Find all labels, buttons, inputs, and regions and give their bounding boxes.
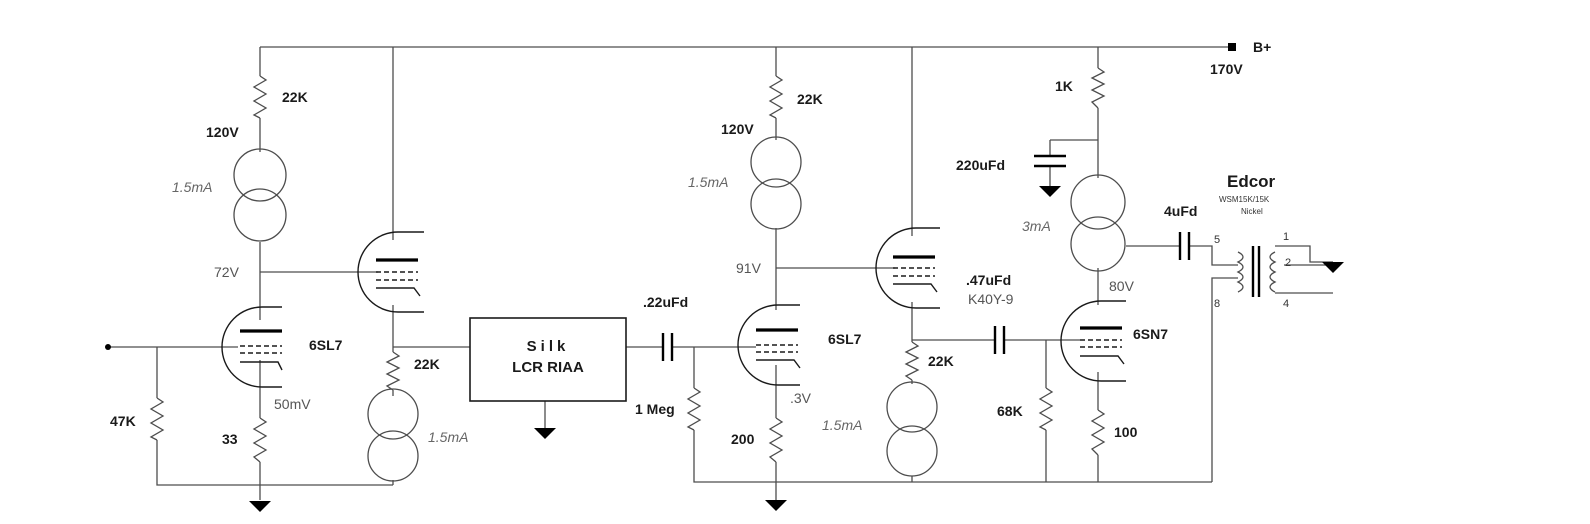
transformer-pin-5: 5: [1214, 234, 1220, 246]
ccs-stage1-plate: [233, 148, 287, 242]
stage3-plate-node-voltage: 80V: [1109, 278, 1135, 294]
ccs-follower2: [886, 381, 938, 477]
capacitor-022uf: [661, 333, 674, 361]
bplus-voltage: 170V: [1210, 61, 1243, 77]
ccs-follower1: [367, 388, 419, 482]
ground-icon: [1039, 186, 1061, 197]
stage1-plate-voltage-label: 120V: [206, 124, 239, 140]
transformer-pin-8: 8: [1214, 298, 1220, 310]
tube-6sl7-stage1: [221, 306, 283, 388]
resistor-22k-stage2-plate: [768, 75, 784, 119]
stage3-ccs-current-label: 3mA: [1022, 218, 1051, 234]
bplus-terminal: [1228, 43, 1236, 51]
tube-follower2: [875, 227, 940, 309]
tube-6sn7-stage3: [1060, 300, 1126, 382]
follower1-ccs-current-label: 1.5mA: [428, 429, 468, 445]
resistor-47k-input: [149, 397, 165, 441]
stage2-tube-label: 6SL7: [828, 331, 862, 347]
stage3-cathode-resistor-label: 100: [1114, 424, 1138, 440]
ground-icon: [765, 500, 787, 511]
tube-follower1: [357, 231, 424, 313]
resistor-200-stage2-cathode: [768, 417, 784, 463]
current-sources: [233, 136, 1126, 482]
ccs-stage3: [1070, 174, 1126, 272]
ground-icon: [1322, 262, 1344, 273]
transformer-core: Nickel: [1241, 207, 1263, 216]
grounds: [249, 186, 1344, 512]
resistor-100-cathode: [1090, 409, 1106, 456]
stage2-cathode-voltage: .3V: [790, 390, 812, 406]
riaa-label-line2: LCR RIAA: [512, 359, 584, 376]
resistor-68k-grid: [1038, 387, 1054, 431]
ccs-stage2-plate: [750, 136, 802, 230]
grid-resistor-label: 1 Meg: [635, 401, 675, 417]
resistors: [149, 67, 1106, 463]
stage1-plate-resistor-label: 22K: [282, 89, 308, 105]
tube-6sl7-stage2: [737, 304, 801, 386]
resistor-22k-follower1: [385, 351, 401, 391]
ground-icon: [249, 501, 271, 512]
resistor-22k-stage1-plate: [252, 75, 268, 119]
coupling-cap2-label: .47uFd: [966, 272, 1011, 288]
output-transformer: [1236, 246, 1277, 297]
capacitor-047uf: [993, 326, 1006, 354]
labels: B+ 170V 22K 120V 1.5mA 72V 6SL7 47K 50mV…: [110, 39, 1291, 447]
filter-cap-label: 220uFd: [956, 157, 1005, 173]
ground-icon: [534, 428, 556, 439]
resistor-22k-follower2: [904, 341, 920, 381]
capacitor-4uf: [1178, 232, 1191, 260]
stage3-tube-label: 6SN7: [1133, 326, 1168, 342]
stage1-plate-node-voltage: 72V: [214, 264, 240, 280]
resistor-33-stage1-cathode: [252, 417, 268, 463]
stage1-ccs-current-label: 1.5mA: [172, 179, 212, 195]
stage1-tube-label: 6SL7: [309, 337, 343, 353]
stage2-ccs-current-label: 1.5mA: [688, 174, 728, 190]
resistor-1meg-grid: [686, 387, 702, 431]
stage1-cathode-resistor-label: 33: [222, 431, 238, 447]
stage3-plate-resistor-label: 1K: [1055, 78, 1073, 94]
bplus-label: B+: [1253, 39, 1271, 55]
transformer-pin-4: 4: [1283, 298, 1289, 310]
tubes: [221, 227, 1126, 388]
coupling-cap2-type: K40Y-9: [968, 291, 1014, 307]
input-terminal-dot: [105, 344, 111, 350]
follower1-resistor-label: 22K: [414, 356, 440, 372]
transformer-pin-2: 2: [1285, 257, 1291, 269]
input-resistor-label: 47K: [110, 413, 136, 429]
stage2-plate-node-voltage: 91V: [736, 260, 762, 276]
stage2-cathode-resistor-label: 200: [731, 431, 755, 447]
resistor-1k-plate: [1090, 67, 1106, 109]
transformer-model: WSM15K/15K: [1219, 195, 1270, 204]
stage2-plate-voltage-label: 120V: [721, 121, 754, 137]
riaa-network-box: Silk LCR RIAA: [469, 317, 627, 402]
stage2-plate-resistor-label: 22K: [797, 91, 823, 107]
capacitor-220uf: [1034, 154, 1066, 168]
riaa-label-line1: Silk: [527, 338, 570, 355]
follower2-resistor-label: 22K: [928, 353, 954, 369]
follower2-ccs-current-label: 1.5mA: [822, 417, 862, 433]
capacitors: [661, 154, 1191, 361]
stage1-cathode-voltage: 50mV: [274, 396, 311, 412]
stage3-grid-resistor-label: 68K: [997, 403, 1023, 419]
output-cap-label: 4uFd: [1164, 203, 1197, 219]
transformer-brand: Edcor: [1227, 172, 1276, 191]
wiring: [108, 46, 1333, 500]
transformer-pin-1: 1: [1283, 231, 1289, 243]
coupling-cap1-label: .22uFd: [643, 294, 688, 310]
